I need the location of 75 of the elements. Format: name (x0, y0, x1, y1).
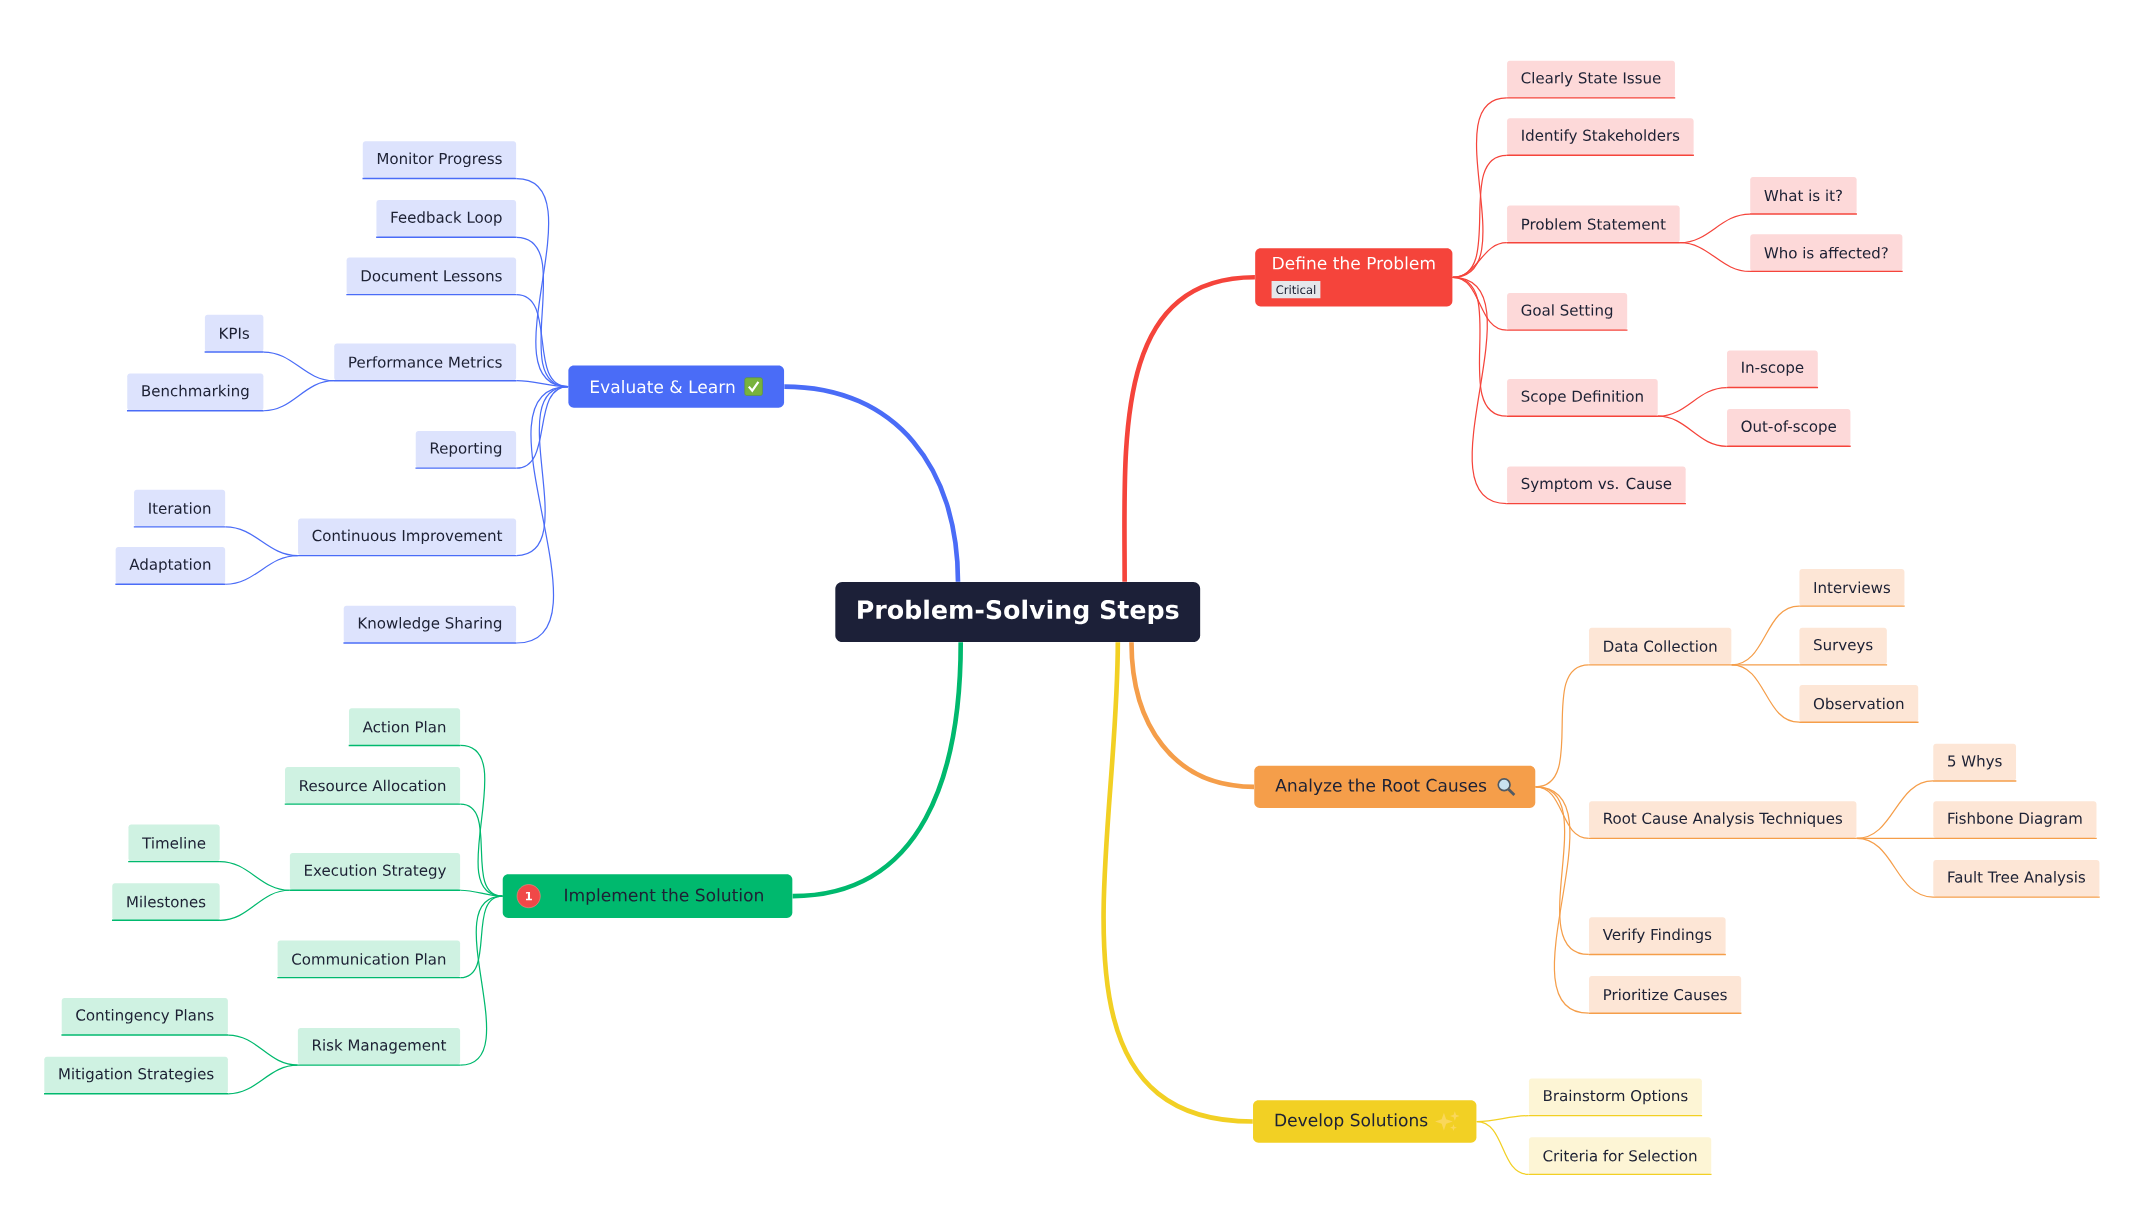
topic-box: Who is affected? (1749, 234, 1904, 273)
topic-box: Prioritize Causes (1588, 976, 1743, 1014)
branch-box: Evaluate & Learn (568, 365, 785, 408)
connector (1534, 786, 1590, 1014)
topic-box: Contingency Plans (60, 997, 229, 1036)
topic-box: Knowledge Sharing (342, 605, 518, 644)
connector (1657, 386, 1728, 417)
topic-box: Document Lessons (345, 257, 518, 296)
connector (1452, 242, 1508, 278)
topic-box: Milestones (111, 883, 221, 921)
connector (792, 642, 964, 899)
topic-box: Interviews (1798, 568, 1906, 607)
connector (1856, 837, 1934, 898)
topic-box: Performance Metrics (333, 343, 518, 382)
topic-box: Reporting (414, 431, 518, 469)
topic-box: Symptom vs. Cause (1506, 466, 1687, 505)
connector (219, 889, 291, 921)
connector (459, 889, 504, 897)
connector (1679, 242, 1751, 273)
topic-box: Data Collection (1588, 627, 1733, 666)
connector (1122, 275, 1256, 582)
topic-box: Scope Definition (1506, 379, 1659, 417)
connector (515, 385, 569, 644)
topic-box: Adaptation (114, 547, 227, 585)
topic-box: In-scope (1726, 350, 1819, 389)
topic-box: Goal Setting (1506, 293, 1629, 331)
connector (1476, 1120, 1530, 1175)
topic-box: Action Plan (348, 708, 462, 747)
topic-box: Criteria for Selection (1527, 1137, 1713, 1176)
branch-box: 1 Implement the Solution (502, 874, 793, 918)
topic-box: Brainstorm Options (1527, 1078, 1703, 1117)
topic-box: Execution Strategy (288, 853, 462, 891)
tag: Critical (1271, 281, 1321, 299)
topic-box: Resource Allocation (284, 767, 462, 805)
topic-box: Verify Findings (1588, 917, 1727, 956)
topic-box: Monitor Progress (361, 141, 518, 180)
topic-box: Observation (1798, 685, 1920, 723)
connector (459, 895, 504, 1066)
branch-box: Develop Solutions (1253, 1100, 1477, 1143)
connector (1856, 780, 1934, 839)
topic-box: Fishbone Diagram (1932, 801, 2098, 840)
topic-box: What is it? (1749, 176, 1858, 215)
connector (224, 554, 299, 585)
connector (515, 385, 569, 469)
topic-box: Timeline (127, 824, 221, 863)
topic-box: Problem Statement (1506, 205, 1681, 244)
topic-box: Risk Management (296, 1027, 462, 1066)
connector (1731, 664, 1800, 723)
topic-box: Fault Tree Analysis (1932, 859, 2101, 898)
connector (263, 380, 335, 412)
topic-box: Communication Plan (276, 940, 462, 979)
topic-box: Surveys (1798, 627, 1888, 666)
topic-box: Out-of-scope (1726, 409, 1852, 447)
root-box: Problem-Solving Steps (835, 581, 1201, 643)
connector (1657, 415, 1728, 447)
topic-box: Continuous Improvement (297, 518, 518, 557)
topic-box: Iteration (133, 489, 227, 528)
topic-box: Identify Stakeholders (1506, 118, 1695, 156)
topic-box: Benchmarking (126, 373, 265, 412)
branch-box: Analyze the Root Causes (1254, 765, 1536, 808)
topic-box: Root Cause Analysis Techniques (1588, 801, 1858, 840)
connector (227, 1064, 299, 1095)
connector (227, 1034, 299, 1066)
topic-box: Feedback Loop (375, 200, 518, 238)
branch-box: Define the Problem Critical (1255, 248, 1453, 307)
topic-box: Mitigation Strategies (43, 1056, 229, 1095)
connector (1101, 642, 1253, 1124)
topic-box: 5 Whys (1932, 743, 2017, 782)
topic-box: Clearly State Issue (1506, 60, 1676, 99)
connector (1129, 642, 1255, 790)
connector (784, 384, 961, 582)
connector (1452, 276, 1508, 505)
number-badge: 1 (516, 884, 541, 908)
connector (219, 860, 291, 891)
topic-box: KPIs (203, 314, 265, 353)
